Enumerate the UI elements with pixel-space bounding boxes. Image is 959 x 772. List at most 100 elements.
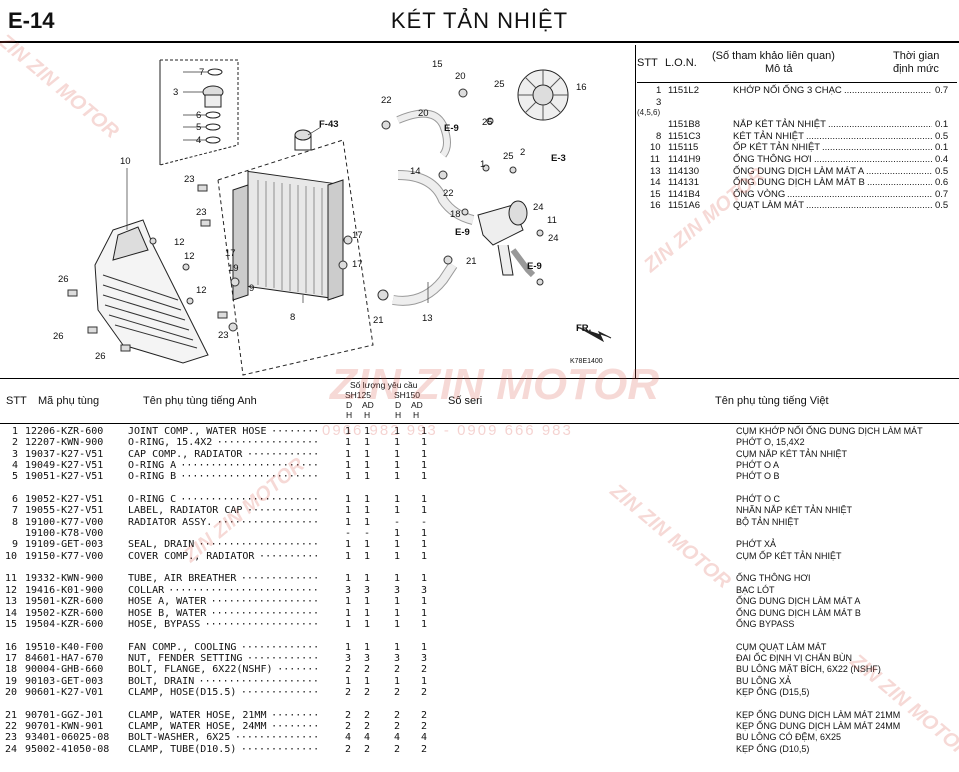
part-name-vn: KẸP ỐNG (D15,5) (736, 686, 810, 697)
callout-26a: 26 (58, 274, 69, 285)
model-sh150: SH150 (394, 390, 420, 400)
callout-15: 15 (432, 59, 443, 70)
labor-stt: 8 (656, 130, 662, 142)
qty-cell: 2 (421, 720, 428, 732)
callout-12a: 12 (174, 237, 185, 248)
qty-cell: 1 (421, 539, 428, 551)
dot-leader: ········································… (240, 641, 318, 653)
qty-cell: 1 (364, 573, 371, 585)
dot-leader: ········································… (240, 686, 318, 698)
labor-desc: ỐNG THÔNG HƠI (733, 153, 812, 165)
part-name-en: SEAL, DRAIN (128, 539, 195, 551)
qty-cell: 1 (364, 426, 371, 437)
qty-cell: 2 (394, 709, 401, 721)
qty-cell: 1 (364, 471, 371, 483)
labor-row: 3 (637, 97, 957, 109)
part-number: 19416-K01-900 (25, 584, 104, 596)
labor-stt: 1 (656, 85, 662, 96)
part-number: 19055-K27-V51 (25, 505, 104, 517)
callout-1: 1 (480, 159, 485, 170)
dot-leader: ········································… (204, 618, 318, 630)
ref-e9-c: E-9 (527, 261, 542, 272)
dot-leader: ········································… (210, 607, 318, 619)
qty-cell: 1 (345, 448, 352, 460)
row-gap (0, 630, 959, 641)
part-name-en: CLAMP, WATER HOSE, 24MM (128, 720, 267, 732)
labor-header-line (637, 82, 957, 83)
dot-leader: ········································… (271, 720, 318, 732)
labor-time: 0.7 (935, 85, 949, 96)
labor-table-header: STT L.O.N. (Số tham khảo liên quan) Mô t… (637, 46, 957, 82)
col-desc-1: (Số tham khảo liên quan) (712, 50, 835, 62)
labor-time-panel: STT L.O.N. (Số tham khảo liên quan) Mô t… (637, 46, 957, 376)
qty-cell: 1 (394, 607, 401, 619)
row-gap (0, 562, 959, 573)
callout-25a: 25 (494, 79, 505, 90)
labor-row: (4,5,6) (637, 108, 957, 119)
labor-lon: 1151L2 (668, 85, 699, 96)
part-name-en: HOSE B, WATER (128, 607, 207, 619)
col-name-en: Tên phụ tùng tiếng Anh (143, 395, 257, 407)
part-number: 19052-K27-V51 (25, 494, 104, 506)
qty-cell: 1 (394, 528, 401, 540)
part-stt: 4 (12, 460, 19, 472)
qty-cell: 1 (421, 607, 428, 619)
qty-cell: 1 (345, 437, 352, 449)
part-stt: 11 (5, 573, 18, 585)
part-name-en: O-RING B (128, 471, 177, 483)
part-number: 19049-K27-V51 (25, 460, 104, 472)
qty-cell: 2 (364, 720, 371, 732)
callout-17c: 17 (352, 259, 363, 270)
col-time-2: định mức (893, 63, 939, 75)
part-stt: 19 (5, 675, 18, 687)
dot-leader: ········································… (246, 652, 318, 664)
callout-23c: 23 (218, 330, 229, 341)
labor-time: 0.1 (935, 142, 949, 154)
callout-21a: 21 (373, 315, 384, 326)
qty-cell: 1 (394, 437, 401, 449)
qty-cell: 1 (345, 539, 352, 551)
labor-stt: 16 (650, 200, 661, 212)
row-gap (0, 698, 959, 709)
dot-leader: ········································… (210, 596, 318, 608)
qty-cell: 1 (364, 516, 371, 528)
part-name-vn: ỐNG DUNG DỊCH LÀM MÁT B (736, 607, 861, 618)
qty-cell: 2 (421, 686, 428, 698)
labor-lon: 1151C3 (668, 130, 701, 142)
labor-desc: KHỚP NỐI ỐNG 3 CHẠC (733, 85, 842, 96)
callout-8: 8 (290, 312, 295, 323)
part-stt: 10 (5, 550, 18, 562)
qty-cell: 3 (394, 652, 401, 664)
page-code: E-14 (8, 8, 55, 33)
qty-cell: 2 (394, 686, 401, 698)
labor-time: 0.7 (935, 188, 949, 200)
callout-22b: 22 (443, 188, 454, 199)
qty-cell: 1 (394, 494, 401, 506)
part-name-vn: BU LÔNG MẶT BÍCH, 6X22 (NSHF) (736, 664, 881, 675)
labor-lon: 1141H9 (668, 153, 701, 165)
callout-16: 16 (576, 82, 587, 93)
qty-cell: 1 (421, 471, 428, 483)
qty-cell: 1 (364, 539, 371, 551)
qty-cell: 2 (345, 743, 352, 755)
qty-cell: 1 (421, 528, 428, 540)
qty-cell: 1 (345, 607, 352, 619)
part-stt: 8 (12, 516, 19, 528)
qty-cell: 1 (364, 494, 371, 506)
qty-cell: 2 (345, 664, 352, 676)
section-separator (0, 378, 959, 379)
dot-leader: ········································… (168, 584, 318, 596)
col-name-vn: Tên phụ tùng tiếng Việt (715, 395, 829, 407)
part-stt: 2 (12, 437, 19, 449)
h-4: H (413, 410, 420, 420)
dot-leader: ........................................… (787, 188, 932, 200)
part-name-en: NUT, FENDER SETTING (128, 652, 243, 664)
